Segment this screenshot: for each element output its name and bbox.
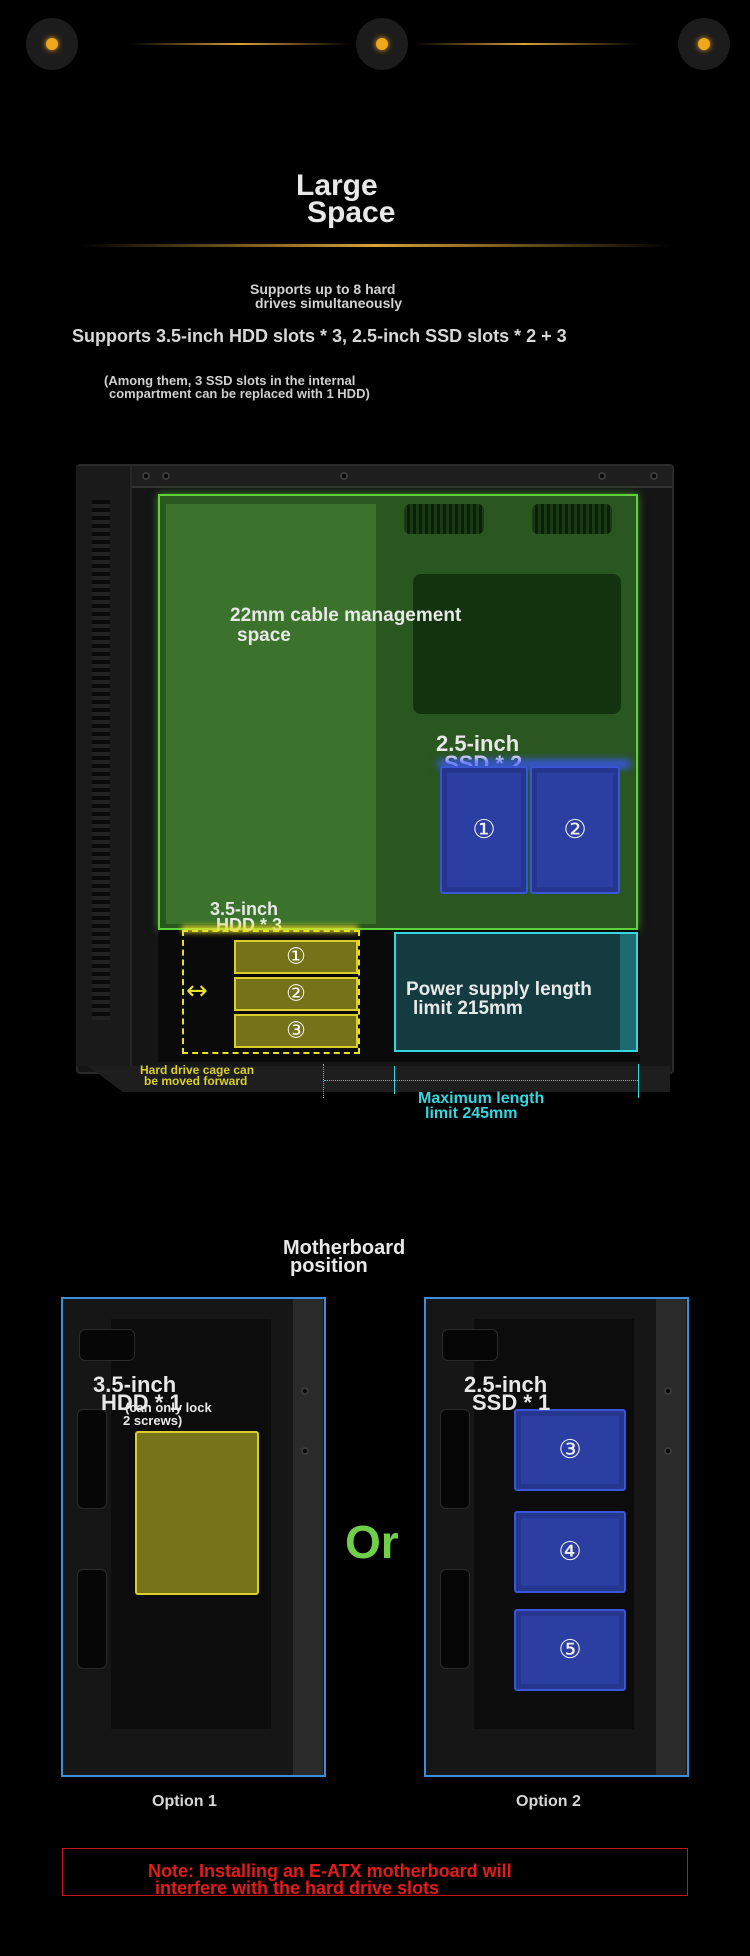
summary-note-line2: compartment can be replaced with 1 HDD) [109,386,370,401]
screw-hole [340,472,348,480]
top-dot-left [26,18,78,70]
option2-caption: Option 2 [516,1793,581,1810]
option2-cutout [442,1329,498,1361]
ssd-label-line1: 2.5-inch [436,731,520,756]
top-dot-center [356,18,408,70]
option1-cutout [77,1409,107,1509]
ssd-slot-2: ② [530,766,620,894]
ssd-slot-2-number: ② [563,815,587,845]
front-mesh [92,500,110,1020]
heading-line2: Space [307,196,396,229]
option1-hdd-slot [135,1431,259,1595]
summary-note-line1: (Among them, 3 SSD slots in the internal [104,373,356,388]
option1-label-line2: HDD * 1 [101,1390,182,1415]
option1-side-rail [293,1299,323,1775]
fan-grille-1 [404,504,484,534]
top-divider-right [414,43,636,45]
cpu-cutout [413,574,621,714]
option1-sub-line2: 2 screws) [123,1413,183,1428]
option2-cutout [440,1569,470,1669]
option2-hole [664,1387,672,1395]
hdd-tray-3-number: ③ [286,1018,306,1044]
maxlen-tick [394,1066,395,1094]
option2-ssd-slot-3: ③ [514,1409,626,1491]
ssd-glow [438,760,630,768]
cage-label-line2: be moved forward [144,1074,248,1088]
summary-drives-line2: drives simultaneously [255,295,403,311]
screw-hole [598,472,606,480]
case-base [88,1066,670,1092]
option1-caption: Option 1 [152,1793,217,1810]
maxlen-guide-left [323,1064,324,1098]
psu-zone [394,932,638,1052]
ssd-slot-1-number: ① [472,815,496,845]
option2-ssd-slot-5-number: ⑤ [558,1635,582,1665]
screw-hole [162,472,170,480]
top-rail [132,466,672,488]
mb-title-line1: Motherboard [283,1237,406,1259]
maxlen-label-line1: Maximum length [418,1090,545,1107]
hdd-label-line1: 3.5-inch [210,899,279,919]
fan-grille-2 [532,504,612,534]
option2-hole [664,1447,672,1455]
ssd-slot-1: ① [440,766,528,894]
hdd-cage-outline [182,930,360,1054]
summary-slots: Supports 3.5-inch HDD slots * 3, 2.5-inc… [72,326,567,346]
option2-cutout [440,1409,470,1509]
hdd-tray-2: ② [234,977,358,1011]
heading-line1: Large [296,169,378,202]
cage-move-arrow: ↔ [186,976,208,1006]
option2-ssd-slot-3-number: ③ [558,1435,582,1465]
maxlen-label-line2: limit 245mm [425,1105,518,1122]
screw-hole [650,472,658,480]
option2-ssd-slot-4: ④ [514,1511,626,1593]
option1-sub-line1: (can only lock [125,1400,212,1415]
hdd-tray-1-number: ① [286,944,306,970]
option2-ssd-slot-4-number: ④ [558,1537,582,1567]
cable-label-line1: 22mm cable management [230,605,462,626]
maxlen-guide-right [638,1064,639,1098]
hdd-tray-2-number: ② [286,981,306,1007]
top-dot-right [678,18,730,70]
option1-hole [301,1447,309,1455]
option2-panel: ③ ④ ⑤ 2.5-inch SSD * 1 [424,1297,689,1777]
option2-side-rail [656,1299,686,1775]
option2-label-line1: 2.5-inch [464,1372,548,1397]
hdd-tray-3: ③ [234,1014,358,1048]
summary-drives-line1: Supports up to 8 hard [250,281,396,297]
hdd-tray-1: ① [234,940,358,974]
option2-ssd-slot-5: ⑤ [514,1609,626,1691]
warning-box [62,1848,688,1896]
psu-zone-side [620,932,638,1052]
option2-label-line2: SSD * 1 [472,1390,551,1415]
option1-hole [301,1387,309,1395]
cable-zone-backplate [166,504,376,924]
psu-label-line1: Power supply length [406,979,592,1000]
case-diagram: 22mm cable management space 2.5-inch SSD… [70,460,680,1122]
heading-underline [80,244,670,247]
warning-line1: Note: Installing an E-ATX motherboard wi… [148,1861,512,1881]
cable-label-line2: space [237,625,291,646]
option1-cutout [79,1329,135,1361]
option1-cutout [77,1569,107,1669]
or-separator: Or [345,1516,399,1568]
warning-line2: interfere with the hard drive slots [155,1878,440,1898]
screw-hole [142,472,150,480]
maxlen-line [324,1080,638,1081]
mb-title-line2: position [290,1255,368,1277]
hdd-glow [182,926,358,932]
psu-label-line2: limit 215mm [413,998,523,1019]
option1-panel: 3.5-inch HDD * 1 (can only lock 2 screws… [61,1297,326,1777]
cage-label-line1: Hard drive cage can [140,1063,255,1077]
option1-label-line1: 3.5-inch [93,1372,177,1397]
top-divider-left [130,43,350,45]
